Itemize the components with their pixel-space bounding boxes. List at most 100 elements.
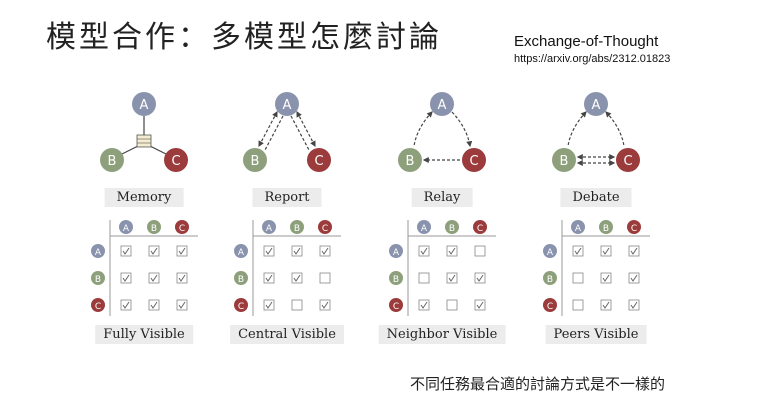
checkbox-checked bbox=[319, 245, 331, 257]
check-icon bbox=[448, 274, 456, 282]
relay-graph: A B C bbox=[398, 92, 486, 172]
matrix-col-node-c bbox=[175, 220, 189, 234]
reference-url[interactable]: https://arxiv.org/abs/2312.01823 bbox=[514, 53, 671, 65]
reference-title: Exchange-of-Thought bbox=[514, 33, 659, 50]
checkbox-empty bbox=[291, 299, 303, 311]
matrix-row-label: C bbox=[238, 302, 244, 312]
matrix-row-node-a bbox=[389, 244, 403, 258]
matrix-col-label: B bbox=[449, 224, 455, 234]
check-icon bbox=[293, 274, 301, 282]
node-c bbox=[462, 148, 486, 172]
matrix-row-node-a bbox=[543, 244, 557, 258]
checkbox-empty bbox=[572, 272, 584, 284]
report-graph: A B C bbox=[243, 92, 331, 172]
check-icon bbox=[602, 301, 610, 309]
matrix-col-label: B bbox=[603, 224, 609, 234]
matrix-row-node-c bbox=[234, 298, 248, 312]
check-icon bbox=[150, 247, 158, 255]
node-c-label: C bbox=[469, 154, 478, 169]
checkbox-checked bbox=[600, 299, 612, 311]
checkbox-checked bbox=[148, 245, 160, 257]
check-icon bbox=[602, 274, 610, 282]
check-icon bbox=[476, 274, 484, 282]
checkbox-checked bbox=[176, 299, 188, 311]
matrix-col-node-c bbox=[318, 220, 332, 234]
mode-label-debate: Debate bbox=[560, 188, 632, 207]
matrix-row-label: B bbox=[393, 275, 399, 285]
mode-label-memory: Memory bbox=[104, 188, 184, 207]
report-edge-ab bbox=[258, 110, 278, 148]
checkbox-checked bbox=[148, 272, 160, 284]
node-c-label: C bbox=[623, 154, 632, 169]
checkbox-checked bbox=[319, 299, 331, 311]
node-a-label: A bbox=[592, 98, 601, 113]
check-icon bbox=[321, 247, 329, 255]
check-icon bbox=[122, 274, 130, 282]
node-b-label: B bbox=[560, 154, 569, 169]
matrix-col-label: C bbox=[322, 224, 328, 234]
checkbox-checked bbox=[628, 299, 640, 311]
check-icon bbox=[150, 274, 158, 282]
node-c bbox=[307, 148, 331, 172]
node-b-label: B bbox=[108, 154, 117, 169]
debate-graph: A B C bbox=[552, 92, 640, 172]
check-icon bbox=[420, 247, 428, 255]
node-b-label: B bbox=[251, 154, 260, 169]
checkbox-checked bbox=[418, 245, 430, 257]
matrix-col-node-c bbox=[473, 220, 487, 234]
debate-edge-ab bbox=[567, 111, 587, 147]
matrix-col-label: A bbox=[266, 224, 273, 234]
node-a-label: A bbox=[283, 98, 292, 113]
check-icon bbox=[630, 301, 638, 309]
matrix-row-node-c bbox=[543, 298, 557, 312]
check-icon bbox=[574, 247, 582, 255]
node-c bbox=[164, 148, 188, 172]
node-c-label: C bbox=[314, 154, 323, 169]
node-b-label: B bbox=[406, 154, 415, 169]
memory-store-icon bbox=[136, 134, 152, 148]
checkbox-checked bbox=[628, 245, 640, 257]
visibility-label-memory: Fully Visible bbox=[95, 325, 193, 344]
matrix-row-node-b bbox=[91, 271, 105, 285]
checkbox-empty bbox=[572, 299, 584, 311]
node-b bbox=[100, 148, 124, 172]
mode-label-relay: Relay bbox=[411, 188, 473, 207]
matrix-col-label: C bbox=[631, 224, 637, 234]
matrix-row-label: A bbox=[95, 248, 102, 258]
matrix-row-node-c bbox=[91, 298, 105, 312]
matrix-col-label: A bbox=[421, 224, 428, 234]
debate-edge-ac bbox=[605, 111, 625, 147]
check-icon bbox=[602, 247, 610, 255]
matrix-col-node-b bbox=[599, 220, 613, 234]
checkbox-checked bbox=[120, 299, 132, 311]
matrix-col-node-b bbox=[290, 220, 304, 234]
checkbox-empty bbox=[474, 245, 486, 257]
check-icon bbox=[293, 247, 301, 255]
checkbox-checked bbox=[474, 272, 486, 284]
matrix-row-label: A bbox=[547, 248, 554, 258]
report-edge-ab-2 bbox=[264, 115, 284, 151]
matrix-col-node-b bbox=[445, 220, 459, 234]
matrix-col-node-c bbox=[627, 220, 641, 234]
checkbox-checked bbox=[176, 272, 188, 284]
matrix-row-node-b bbox=[234, 271, 248, 285]
matrix-row-node-a bbox=[234, 244, 248, 258]
visibility-label-report: Central Visible bbox=[230, 325, 344, 344]
footer-note: 不同任務最合適的討論方式是不一樣的 bbox=[410, 375, 666, 393]
checkbox-checked bbox=[572, 245, 584, 257]
matrix-row-label: A bbox=[393, 248, 400, 258]
checkbox-checked bbox=[446, 272, 458, 284]
node-b bbox=[552, 148, 576, 172]
matrix-col-label: C bbox=[477, 224, 483, 234]
page-title: 模型合作：多模型怎麼討論 bbox=[46, 20, 442, 55]
checkbox-checked bbox=[600, 245, 612, 257]
matrix-row-node-c bbox=[389, 298, 403, 312]
node-a bbox=[584, 92, 608, 116]
memory-graph: A B C bbox=[100, 92, 188, 172]
